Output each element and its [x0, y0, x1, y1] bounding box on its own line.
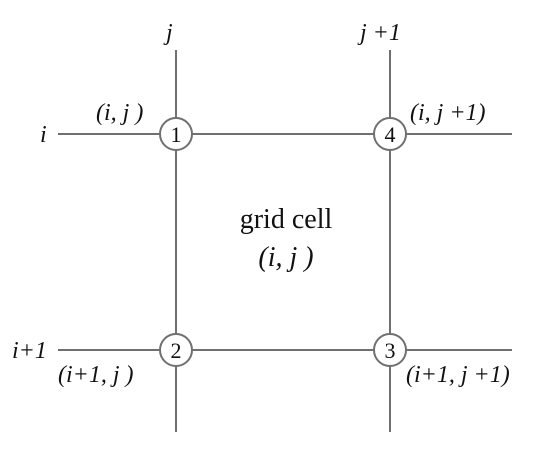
- node-3-number: 3: [385, 338, 396, 363]
- cell-coord: (i, j ): [258, 242, 313, 273]
- row-label-i-plus-1: i+1: [12, 338, 47, 364]
- node-1-number: 1: [171, 122, 182, 147]
- column-label-j-plus-1: j +1: [357, 20, 401, 46]
- node-1-coord: (i, j ): [96, 100, 143, 126]
- node-2-circle: [159, 333, 193, 367]
- node-1-circle: [159, 117, 193, 151]
- cell-title: grid cell: [240, 204, 333, 235]
- node-2-coord: (i+1, j ): [58, 362, 134, 388]
- node-3-circle: [373, 333, 407, 367]
- node-3-coord: (i+1, j +1): [406, 362, 510, 388]
- node-2-number: 2: [171, 338, 182, 363]
- column-label-j: j: [163, 20, 173, 46]
- node-4-number: 4: [385, 122, 396, 147]
- node-4-coord: (i, j +1): [410, 100, 486, 126]
- node-4-circle: [373, 117, 407, 151]
- row-label-i: i: [40, 122, 47, 148]
